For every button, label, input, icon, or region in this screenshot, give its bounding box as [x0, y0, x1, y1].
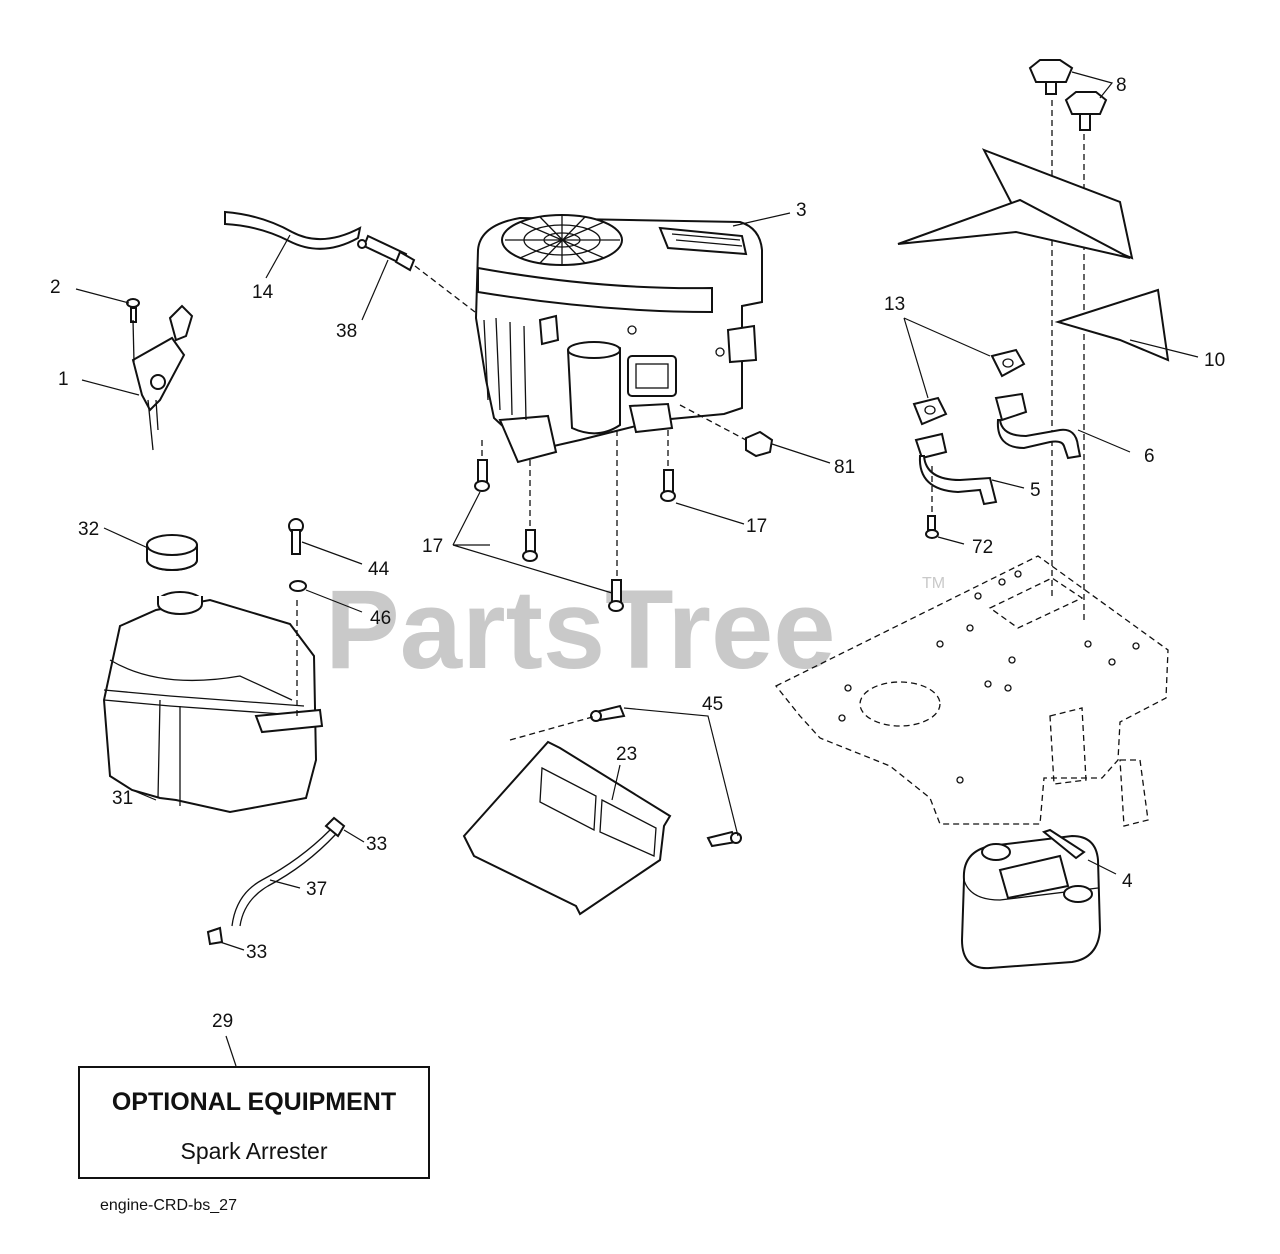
part-81-nut: [745, 430, 774, 458]
engine: [474, 214, 763, 464]
callout-6: 6: [1144, 446, 1155, 467]
callout-5: 5: [1030, 480, 1041, 501]
fuel-tank: [102, 591, 324, 814]
callout-44: 44: [368, 559, 390, 580]
drawing-code: engine-CRD-bs_27: [100, 1197, 237, 1214]
callout-1: 1: [58, 369, 69, 390]
optional-equipment-title: OPTIONAL EQUIPMENT: [111, 1088, 397, 1116]
mounting-knobs: [1028, 59, 1108, 131]
callout-37: 37: [306, 879, 327, 900]
tank-fasteners: [288, 518, 307, 592]
callout-31: 31: [112, 788, 133, 809]
spark-arrester-muffler: [960, 828, 1102, 970]
frame-plate: [774, 555, 1169, 827]
callout-23: 23: [616, 744, 637, 765]
callout-17-left: 17: [422, 536, 443, 557]
callout-17-right: 17: [746, 516, 767, 537]
callout-13: 13: [884, 294, 905, 315]
fuel-line: [206, 816, 346, 946]
callout-14: 14: [252, 282, 274, 303]
engine-bolts: [474, 459, 676, 612]
callout-72: 72: [972, 537, 993, 558]
callout-45: 45: [702, 694, 723, 715]
optional-equipment-box: OPTIONAL EQUIPMENT Spark Arrester: [78, 1066, 430, 1179]
part-72-screw: [925, 515, 939, 539]
callout-2: 2: [50, 277, 61, 298]
callout-29: 29: [212, 1011, 233, 1032]
callout-10: 10: [1204, 350, 1225, 371]
callout-8: 8: [1116, 75, 1127, 96]
callout-4: 4: [1122, 871, 1133, 892]
callout-33-lower: 33: [246, 942, 267, 963]
optional-equipment-subtitle: Spark Arrester: [180, 1138, 328, 1164]
callout-81: 81: [834, 457, 855, 478]
exhaust-pipes: [912, 348, 1082, 506]
fuel-cap: [146, 534, 198, 571]
mount-plate: [462, 704, 742, 916]
fuel-hose: [224, 210, 362, 250]
heat-shield: [897, 148, 1170, 362]
fuel-fitting: [357, 234, 416, 272]
callout-3: 3: [796, 200, 807, 221]
throttle-control: [126, 298, 194, 451]
watermark-trademark: TM: [922, 575, 945, 592]
watermark-text: PartsTree: [325, 567, 836, 692]
callout-33-upper: 33: [366, 834, 387, 855]
callout-labels: 1 2 3 4 5 6 8 10 13 14 17 17 23 29 31 32…: [50, 75, 1225, 1032]
callout-38: 38: [336, 321, 357, 342]
callout-32: 32: [78, 519, 99, 540]
callout-46: 46: [370, 608, 391, 629]
